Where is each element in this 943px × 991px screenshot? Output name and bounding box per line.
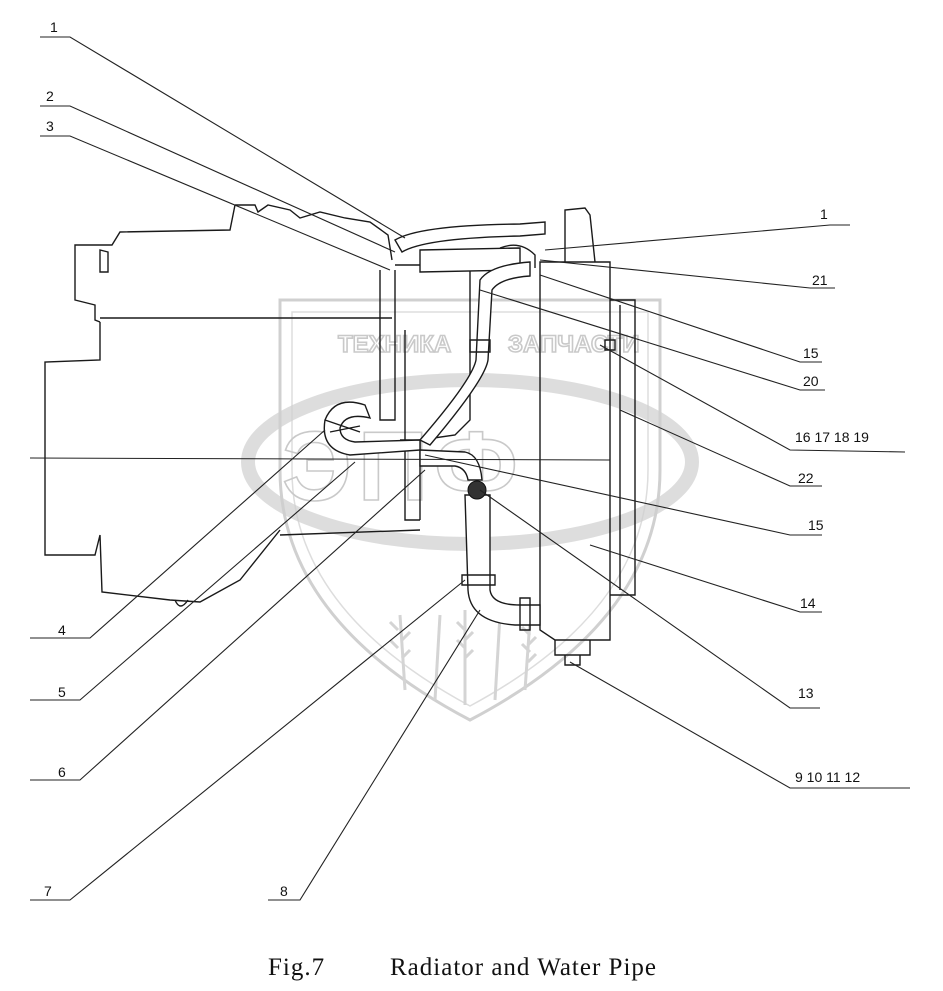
lower-water-pipe (464, 494, 541, 626)
watermark-shield (278, 298, 662, 722)
callout-1-right: 1 (820, 206, 828, 222)
pipe-clamp (467, 480, 487, 500)
callout-8: 8 (280, 883, 288, 899)
callout-13: 13 (798, 685, 814, 701)
leader-lines (30, 36, 910, 901)
callout-15-lower: 15 (808, 517, 824, 533)
caption-fig-number: Fig.7 (268, 954, 325, 981)
callout-21: 21 (812, 272, 828, 288)
caption-title: Radiator and Water Pipe (390, 954, 657, 981)
callout-4: 4 (58, 622, 66, 638)
callout-6: 6 (58, 764, 66, 780)
water-pipes (323, 221, 546, 631)
callout-1-left: 1 (50, 19, 58, 35)
callout-16-19: 16 17 18 19 (795, 429, 869, 445)
callout-2: 2 (46, 88, 54, 104)
callout-9-12: 9 10 11 12 (795, 769, 860, 785)
radiator (539, 207, 636, 666)
callout-5: 5 (58, 684, 66, 700)
left-loop-pipe (323, 401, 421, 456)
labels-right: 1 21 15 20 16 17 18 19 22 15 14 13 9 10 … (795, 206, 869, 785)
s-bend-pipe (418, 261, 531, 446)
figure-caption: Fig.7 Radiator and Water Pipe (268, 954, 657, 981)
watermark-wheat (388, 610, 538, 705)
watermark-word-right: ЗАПЧАСТИ (508, 331, 640, 358)
callout-3: 3 (46, 118, 54, 134)
callout-22: 22 (798, 470, 814, 486)
center-axis-line (29, 457, 611, 461)
callout-15-upper: 15 (803, 345, 819, 361)
callout-20: 20 (803, 373, 819, 389)
labels-left: 1 2 3 4 5 6 7 8 (44, 19, 288, 899)
callout-14: 14 (800, 595, 816, 611)
callout-7: 7 (44, 883, 52, 899)
upper-water-pipe (394, 221, 546, 253)
